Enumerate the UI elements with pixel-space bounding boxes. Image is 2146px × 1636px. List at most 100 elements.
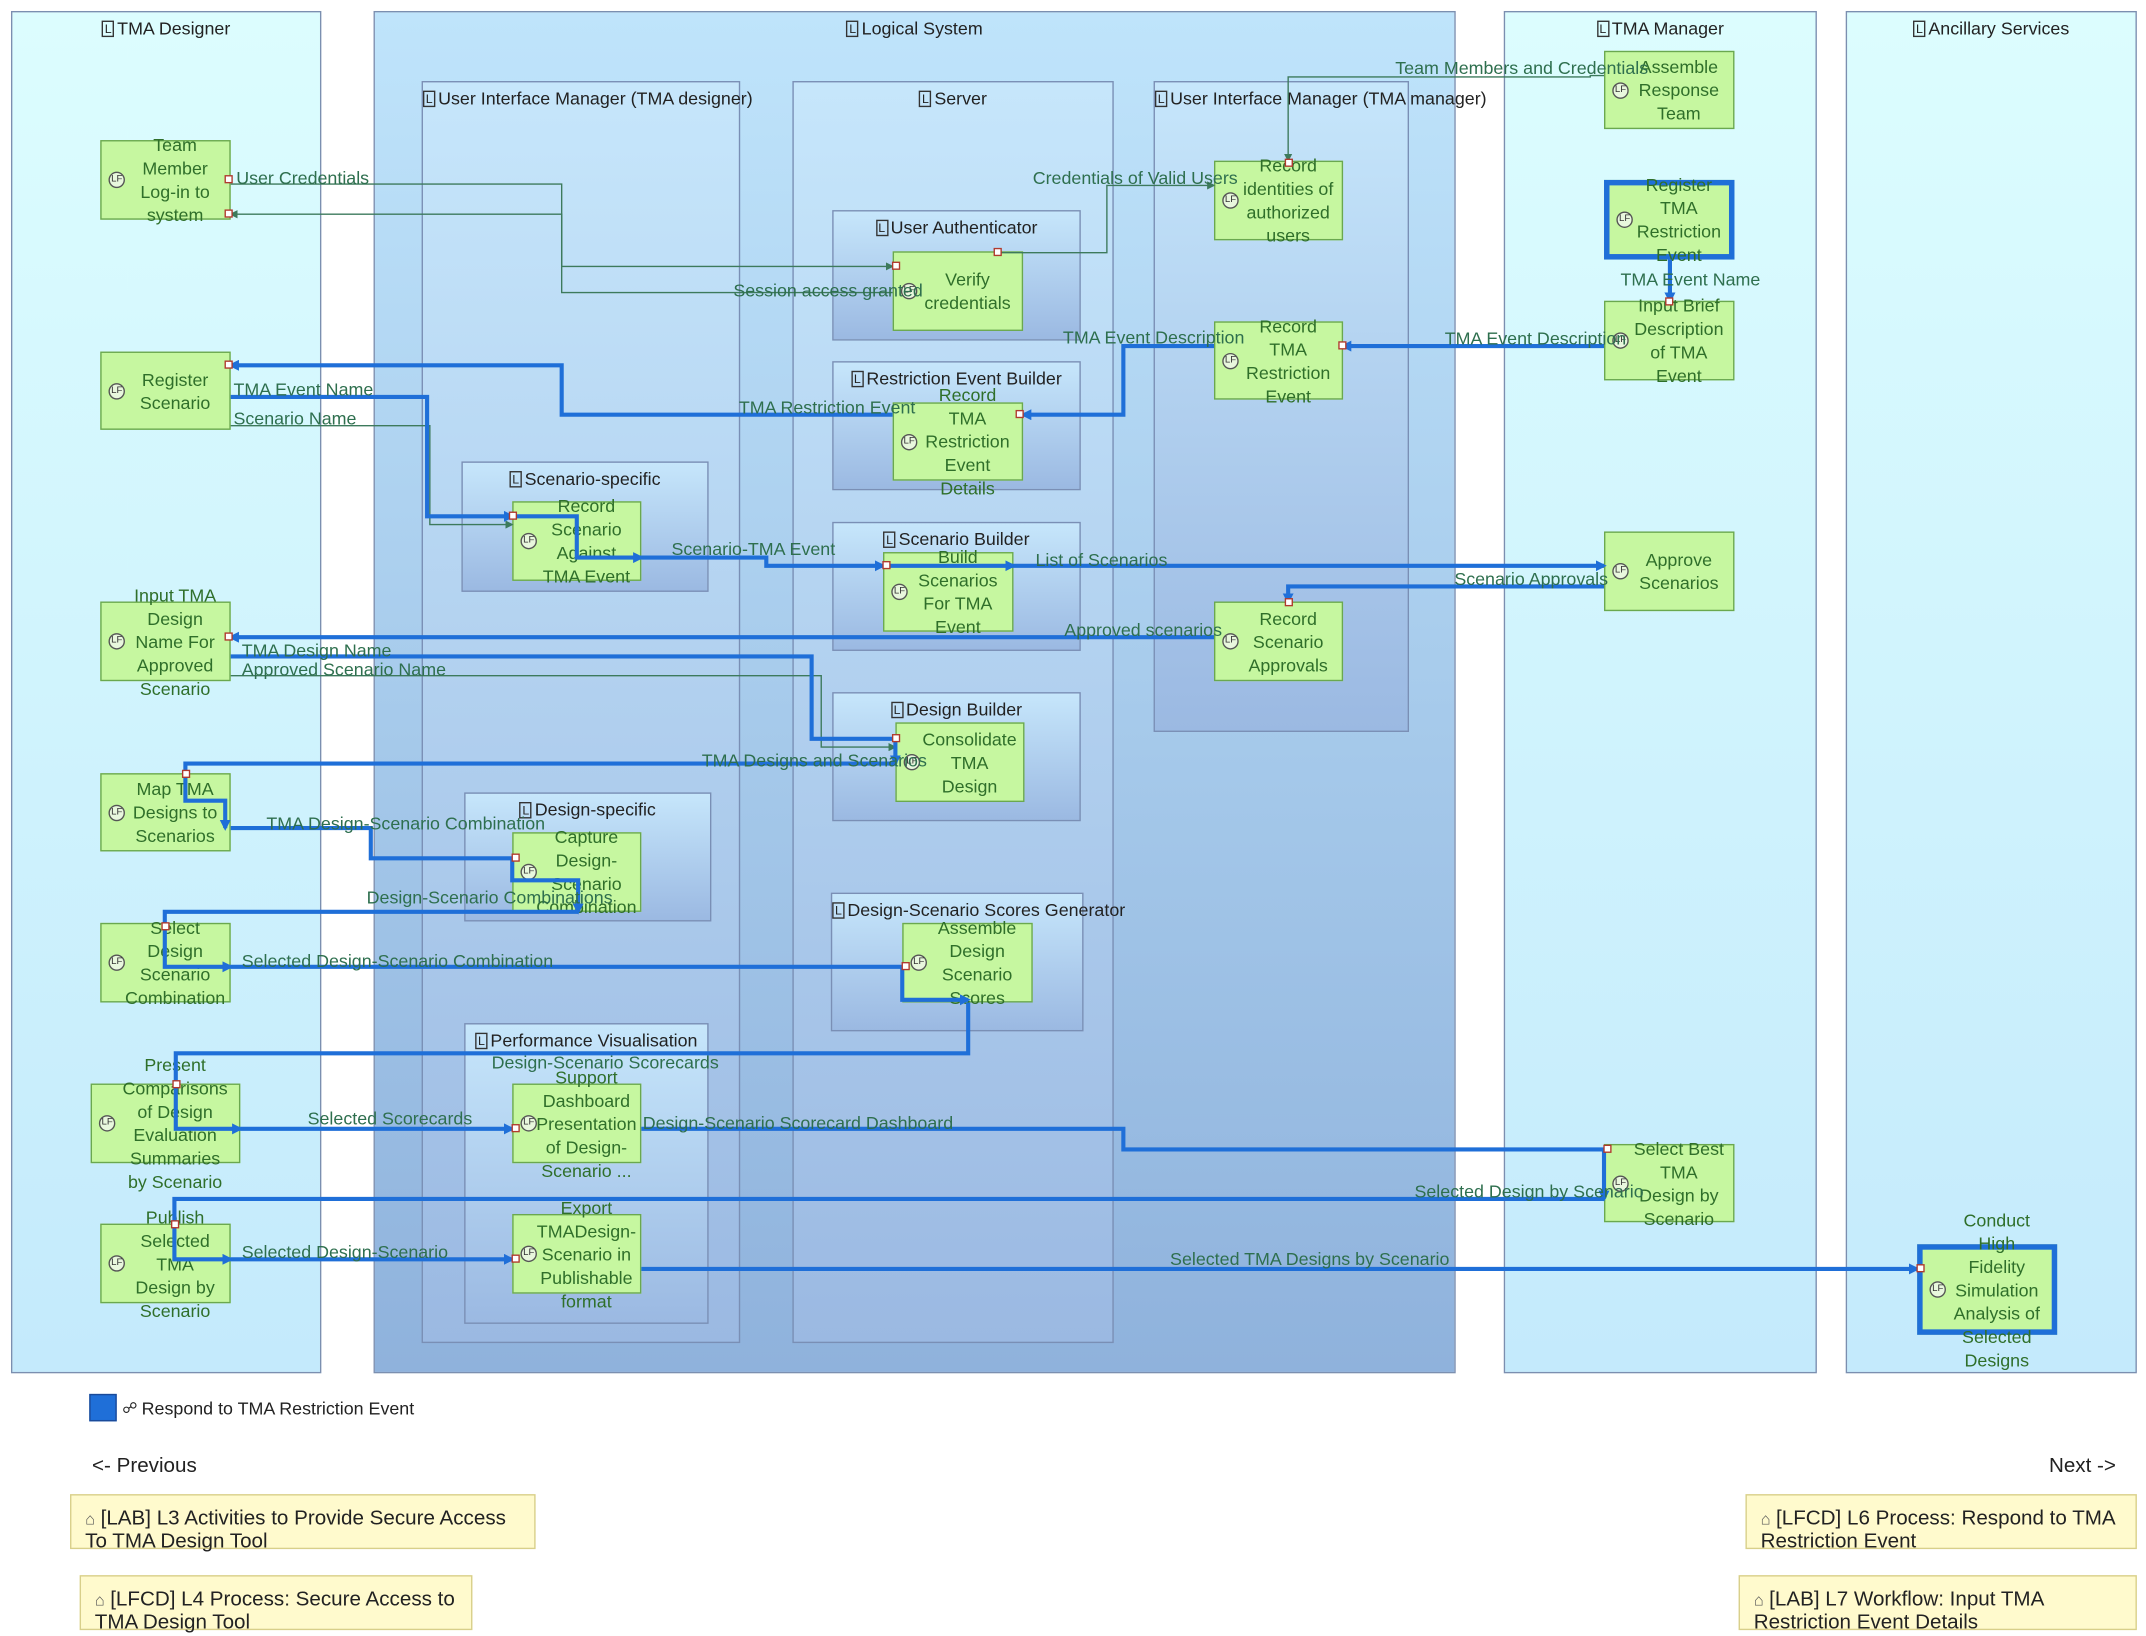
exchange-label: Scenario-TMA Event [672, 539, 836, 559]
function-conduct-simulation[interactable]: LF Conduct High Fidelity Simulation Analy… [1917, 1209, 2058, 1370]
flow-scenario-name[interactable] [230, 425, 514, 529]
function-label: Select Best TMA Design by Scenario [1633, 1137, 1725, 1229]
function-icon: LF [108, 382, 125, 399]
function-icon: LF [108, 954, 125, 971]
function-icon: LF [1222, 352, 1239, 369]
component-title: Server [934, 87, 987, 109]
exchange-label: TMA Restriction Event [739, 397, 916, 417]
exchange-label: Approved Scenario Name [242, 660, 446, 680]
function-icon: LF [900, 282, 918, 300]
flow-credentials-valid-users[interactable] [997, 181, 1216, 254]
flow-team-members-credentials[interactable] [1284, 74, 1605, 163]
legend-swatch [89, 1393, 117, 1422]
previous-link[interactable]: <- Previous [92, 1454, 197, 1478]
function-label: Assemble Response Team [1638, 56, 1720, 124]
function-icon: LF [520, 532, 537, 550]
lane-title: TMA Designer [117, 17, 231, 39]
flow-selected-combination[interactable] [230, 964, 971, 1006]
exchange-label: TMA Design-Scenario Combination [266, 813, 545, 833]
function-icon: LF [891, 583, 908, 601]
note-icon: ⌂ [94, 1590, 105, 1610]
flow-tma-restriction-event[interactable] [227, 359, 893, 417]
function-record-restriction-event[interactable]: LF Record TMA Restriction Event [1213, 315, 1344, 406]
flow-scenario-tma-event[interactable] [641, 555, 886, 572]
flow-tma-event-name[interactable] [230, 394, 515, 522]
component-title: Scenario-specific [524, 468, 661, 489]
function-label: Record identities of authorized users [1242, 155, 1334, 246]
function-label: Verify credentials [924, 269, 1011, 314]
component-title: Performance Visualisation [490, 1029, 698, 1051]
port-marker [1603, 1144, 1612, 1153]
flow-scenario-approvals[interactable] [1282, 584, 1605, 605]
function-icon: LF [1612, 1174, 1629, 1192]
function-label: Input Brief Description of TMA Event [1634, 295, 1724, 386]
function-icon: LF [1929, 1281, 1946, 1298]
exchange-label: User Credentials [236, 168, 369, 188]
note-l3[interactable]: ⌂[LAB] L3 Activities to Provide Secure A… [70, 1494, 536, 1553]
port-marker [993, 247, 1002, 257]
function-label: Consolidate TMA Design [922, 728, 1017, 796]
component-title: Scenario Builder [898, 528, 1030, 550]
note-l4[interactable]: ⌂[LFCD] L4 Process: Secure Access to TMA… [79, 1575, 473, 1634]
function-icon: LF [108, 804, 125, 821]
port-marker [1916, 1264, 1925, 1273]
flow-tma-design-name[interactable] [230, 654, 901, 767]
flow-design-scenario-combinations[interactable] [162, 909, 579, 973]
flow-selected-design-by-scenario[interactable] [172, 1196, 1605, 1265]
lane-title: Logical System [861, 17, 983, 39]
port-marker [1665, 297, 1674, 306]
function-label: Record TMA Restriction Event Details [925, 384, 1010, 499]
note-text: [LFCD] L4 Process: Secure Access to TMA … [94, 1587, 455, 1635]
exchange-label: Team Members and Credentials [1395, 58, 1648, 78]
flow-record-to-build[interactable] [512, 514, 645, 564]
function-label: Record TMA Restriction Event [1245, 315, 1331, 406]
function-label: Map TMA Designs to Scenarios [132, 778, 218, 846]
flow-scorecard-dashboard[interactable] [641, 1126, 1610, 1202]
exchange-label: TMA Design Name [242, 640, 392, 660]
flow-approved-scenario-name[interactable] [230, 674, 897, 752]
legend: ☍ Respond to TMA Restriction Event [89, 1393, 415, 1422]
function-map-designs[interactable]: LF Map TMA Designs to Scenarios [100, 773, 231, 852]
port-marker [1284, 598, 1293, 607]
note-text: [LAB] L7 Workflow: Input TMA Restriction… [1753, 1587, 2044, 1635]
flow-scorecards[interactable] [173, 1002, 971, 1135]
legend-label: Respond to TMA Restriction Event [141, 1397, 415, 1418]
function-label: Conduct High Fidelity Simulation Analysi… [1953, 1209, 2040, 1370]
flow-tma-designs-scenarios[interactable] [183, 761, 896, 831]
flow-session-access[interactable] [229, 210, 893, 294]
flow-tma-event-description-2[interactable] [1020, 344, 1214, 421]
function-icon: LF [108, 633, 125, 650]
exchange-label: Credentials of Valid Users [1033, 168, 1238, 188]
note-l6[interactable]: ⌂[LFCD] L6 Process: Respond to TMA Restr… [1745, 1494, 2137, 1553]
port-marker [901, 961, 910, 971]
function-verify-credentials[interactable]: LF Verify credentials [892, 251, 1024, 331]
note-icon: ⌂ [1753, 1590, 1764, 1610]
exchange-label: TMA Event Description [1063, 327, 1244, 347]
note-icon: ⌂ [1760, 1509, 1771, 1529]
next-link[interactable]: Next -> [2048, 1454, 2116, 1478]
note-l7[interactable]: ⌂[LAB] L7 Workflow: Input TMA Restrictio… [1738, 1575, 2137, 1634]
function-label: Select Design Scenario Combination [124, 917, 226, 1009]
